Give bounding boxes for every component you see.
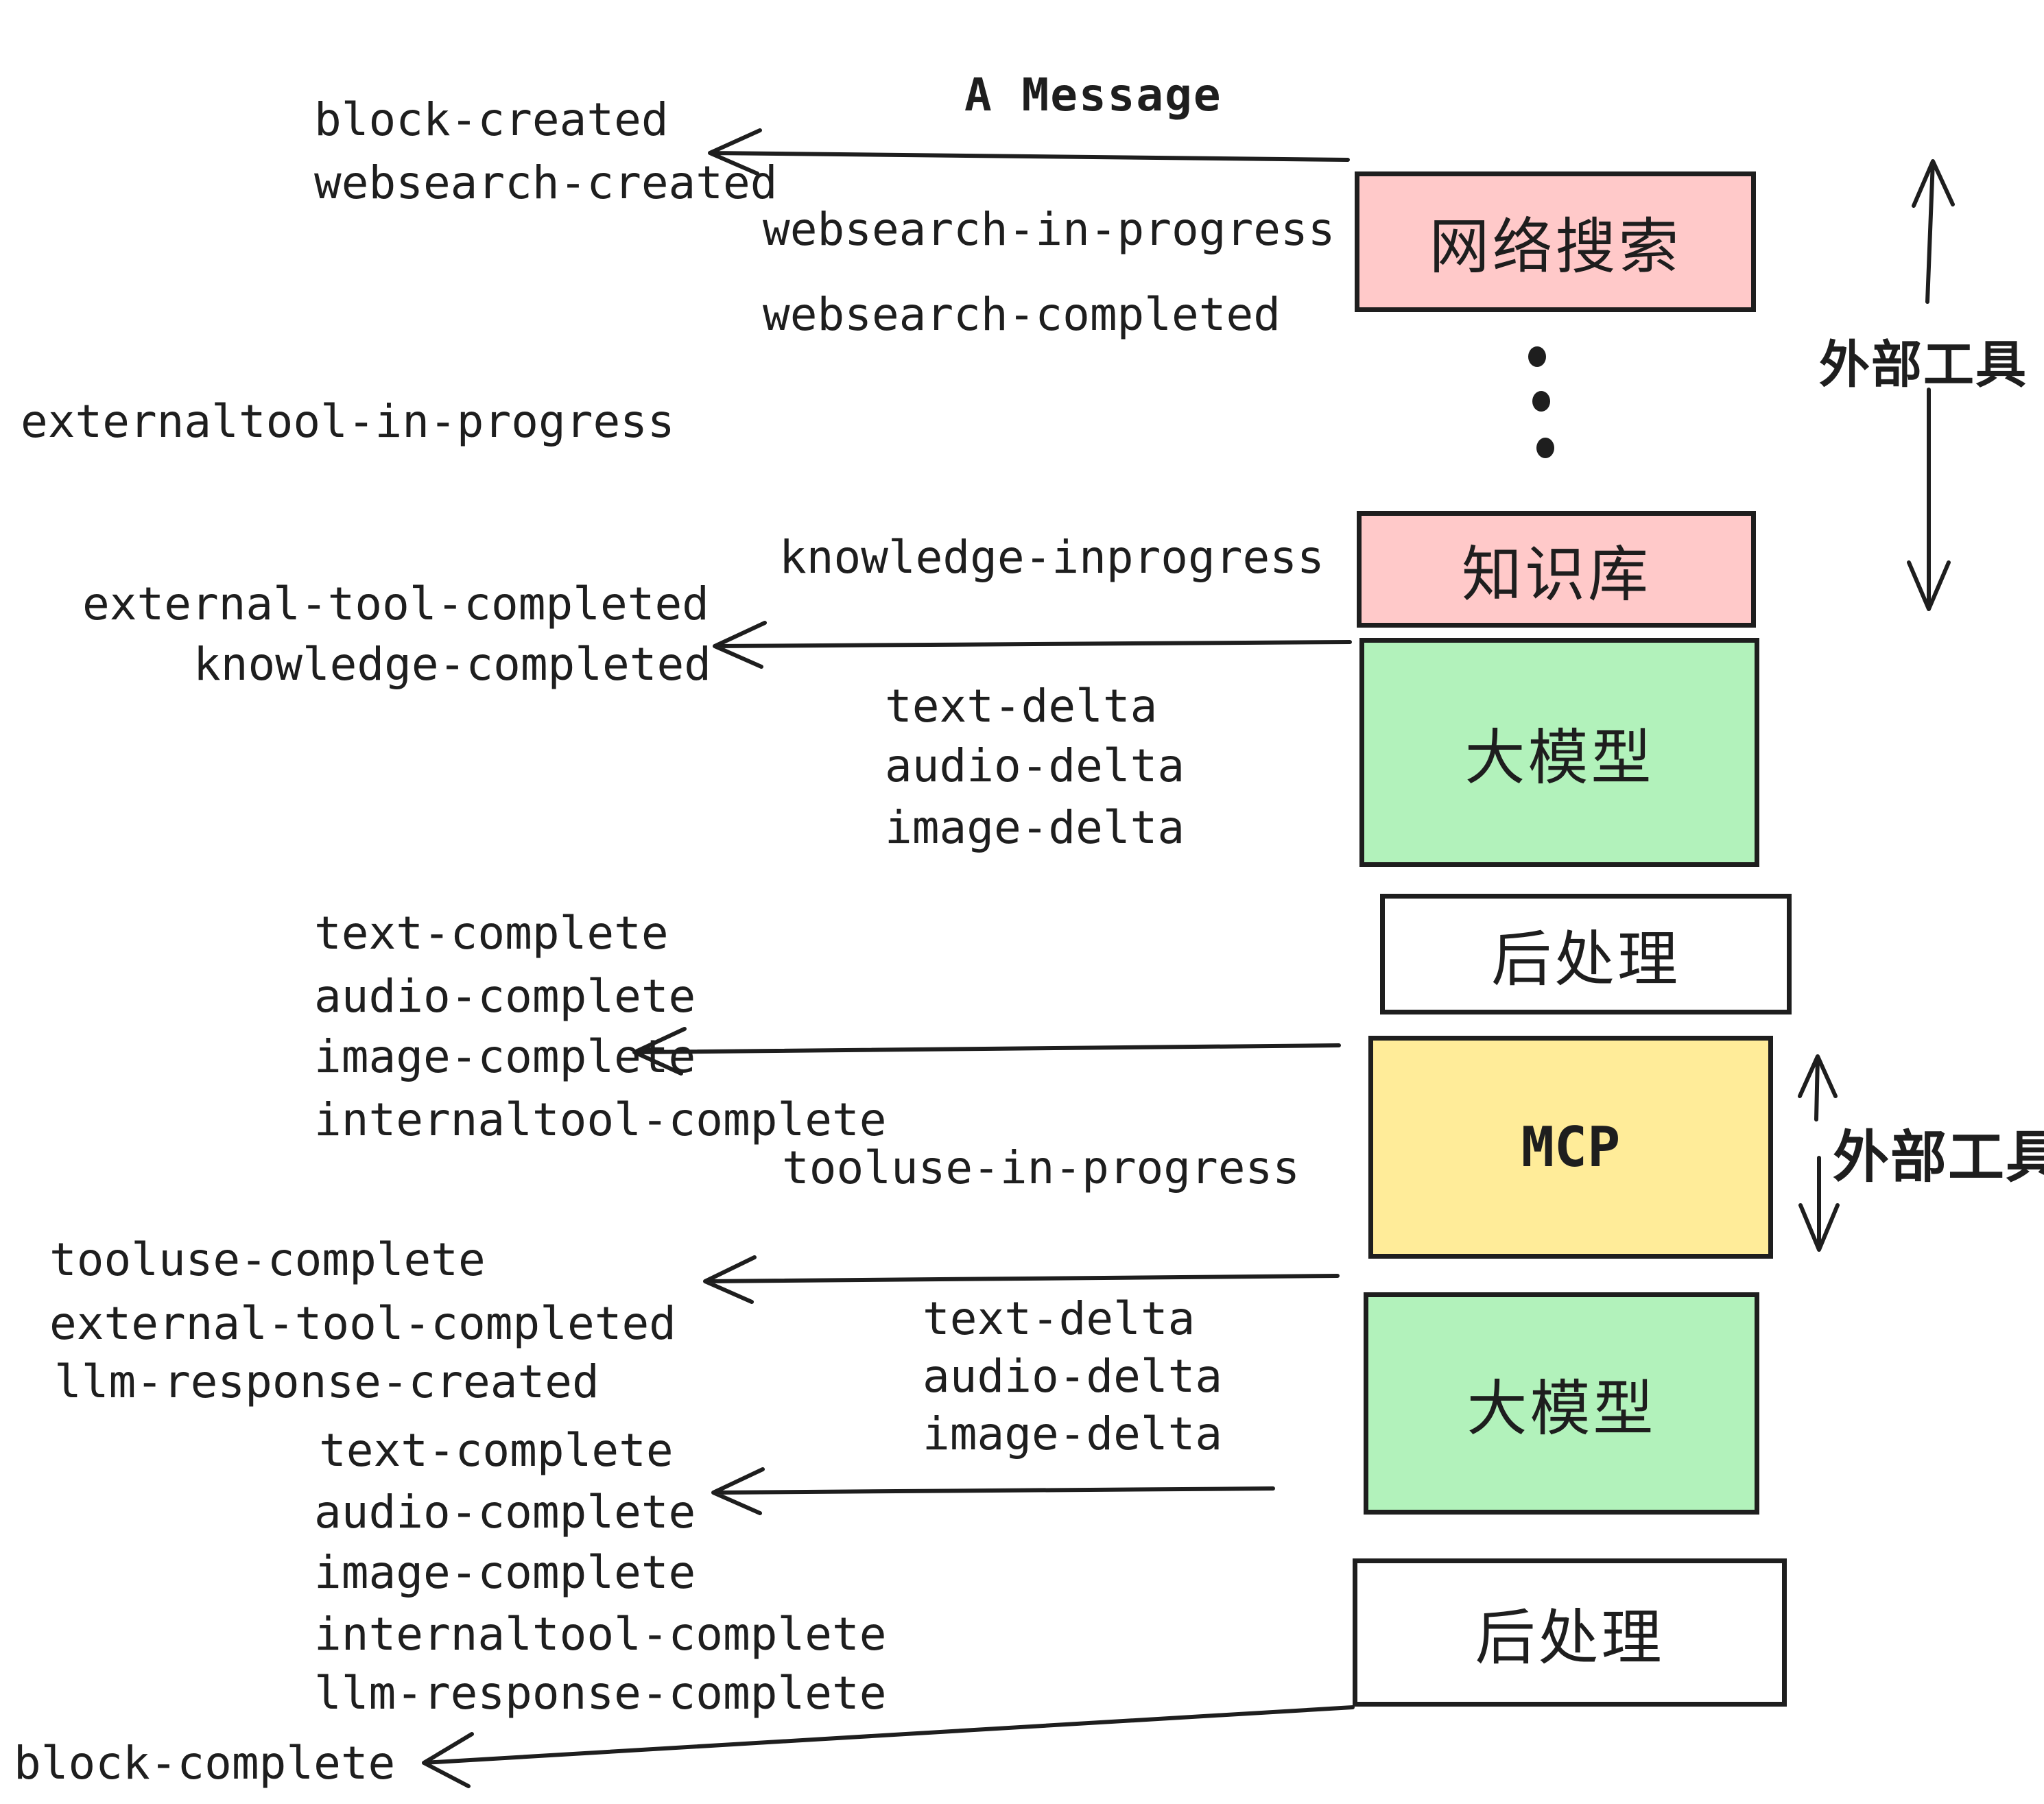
arrow-mcp-external-up bbox=[1798, 1054, 1838, 1121]
box-postprocess-2: 后处理 bbox=[1353, 1558, 1787, 1707]
box-mcp-label: MCP bbox=[1521, 1115, 1621, 1179]
event-label-websearch-in-progress: websearch-in-progress bbox=[763, 203, 1335, 256]
event-label-websearch-created: websearch-created bbox=[314, 156, 778, 209]
event-label-internaltool-complete-2: internaltool-complete bbox=[314, 1608, 887, 1661]
box-knowledge-label: 知识库 bbox=[1461, 540, 1651, 608]
event-label-knowledge-inprogress: knowledge-inprogress bbox=[779, 531, 1324, 584]
box-mcp: MCP bbox=[1368, 1036, 1773, 1259]
box-llm-1-label: 大模型 bbox=[1464, 723, 1654, 792]
arrow-external-tools-down bbox=[1907, 388, 1951, 611]
ellipsis-dot-1 bbox=[1528, 346, 1546, 367]
box-llm-2-label: 大模型 bbox=[1466, 1374, 1656, 1443]
external-tools-label-mid: 外部工具 bbox=[1833, 1126, 2044, 1189]
event-label-block-created: block-created bbox=[314, 93, 669, 146]
event-label-image-complete-1: image-complete bbox=[314, 1030, 696, 1083]
box-postprocess-1-label: 后处理 bbox=[1490, 925, 1680, 993]
event-label-tooluse-in-progress: tooluse-in-progress bbox=[782, 1141, 1300, 1194]
arrow-mcp-external-down bbox=[1798, 1156, 1840, 1252]
page-title: A Message bbox=[964, 69, 1222, 121]
event-label-image-delta-2: image-delta bbox=[923, 1408, 1223, 1460]
event-label-text-complete-2: text-complete bbox=[319, 1424, 674, 1477]
box-websearch-label: 网络搜索 bbox=[1429, 213, 1682, 281]
event-label-knowledge-completed: knowledge-completed bbox=[193, 638, 711, 691]
arrow-audio-complete bbox=[711, 1467, 1275, 1515]
event-label-text-delta-1: text-delta bbox=[885, 680, 1158, 733]
event-label-block-complete: block-complete bbox=[14, 1737, 396, 1790]
event-label-tooluse-complete: tooluse-complete bbox=[49, 1233, 486, 1286]
event-label-text-complete-1: text-complete bbox=[314, 907, 669, 960]
event-label-image-delta-1: image-delta bbox=[885, 801, 1185, 854]
arrow-block-complete bbox=[422, 1705, 1355, 1788]
box-llm-1: 大模型 bbox=[1359, 638, 1759, 867]
event-label-external-tool-completed-1: external-tool-completed bbox=[82, 578, 709, 630]
event-label-audio-delta-1: audio-delta bbox=[885, 739, 1185, 792]
arrow-knowledge-completed bbox=[713, 621, 1352, 669]
event-label-audio-delta-2: audio-delta bbox=[923, 1350, 1223, 1403]
event-label-websearch-completed: websearch-completed bbox=[763, 288, 1281, 341]
event-label-llm-response-created: llm-response-created bbox=[54, 1355, 599, 1408]
box-llm-2: 大模型 bbox=[1364, 1292, 1759, 1515]
arrow-image-complete bbox=[632, 1027, 1341, 1076]
event-label-image-complete-2: image-complete bbox=[314, 1546, 696, 1599]
event-label-text-delta-2: text-delta bbox=[923, 1292, 1196, 1345]
arrow-tooluse-complete bbox=[703, 1255, 1340, 1304]
box-postprocess-2-label: 后处理 bbox=[1475, 1603, 1665, 1672]
event-label-audio-complete-2: audio-complete bbox=[314, 1486, 696, 1539]
event-label-externaltool-in-progress: externaltool-in-progress bbox=[21, 395, 675, 448]
event-label-external-tool-completed-2: external-tool-completed bbox=[49, 1297, 676, 1350]
event-label-llm-response-complete: llm-response-complete bbox=[314, 1667, 887, 1720]
arrow-block-created bbox=[708, 128, 1350, 176]
arrow-external-tools-up bbox=[1912, 159, 1955, 304]
external-tools-label-top: 外部工具 bbox=[1819, 336, 2028, 393]
ellipsis-dot-3 bbox=[1536, 438, 1554, 458]
ellipsis-dot-2 bbox=[1532, 391, 1550, 412]
box-websearch: 网络搜索 bbox=[1355, 171, 1756, 312]
event-label-audio-complete-1: audio-complete bbox=[314, 970, 696, 1023]
event-label-internaltool-complete-1: internaltool-complete bbox=[314, 1093, 887, 1146]
box-postprocess-1: 后处理 bbox=[1380, 894, 1792, 1014]
box-knowledge: 知识库 bbox=[1357, 511, 1756, 628]
